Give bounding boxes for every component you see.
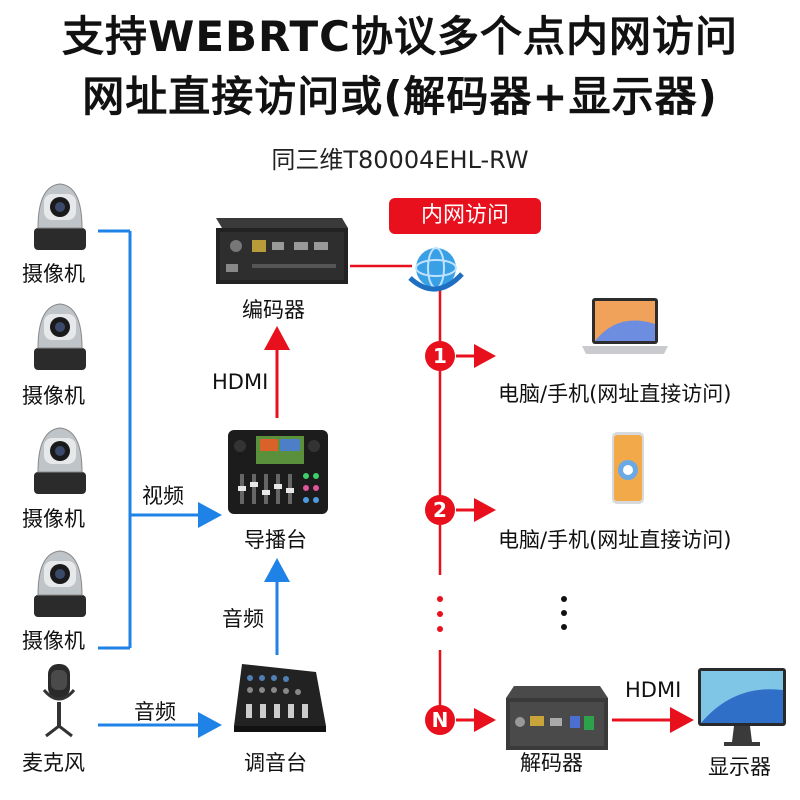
hdmi-decoder-arrow	[670, 707, 694, 733]
ptz-camera-icon	[34, 303, 86, 370]
switcher-label: 导播台	[244, 528, 307, 552]
hdmi-switcher-edge-label: HDMI	[212, 370, 269, 394]
audio-mixer-edge-label: 音频	[222, 607, 264, 631]
microphone-label: 麦克风	[22, 751, 85, 775]
client-label: 电脑/手机(网址直接访问)	[498, 528, 732, 552]
decoder-device-icon	[506, 686, 608, 750]
encoder-label: 编码器	[242, 298, 305, 322]
hdmi-decoder-edge-label: HDMI	[625, 678, 682, 702]
ptz-camera-icon	[34, 550, 86, 617]
ptz-camera-icon	[34, 427, 86, 494]
display-label: 显示器	[708, 755, 771, 779]
audio-mic-edge-label: 音频	[134, 700, 176, 724]
ellipsis-dot	[437, 626, 443, 632]
mixer-label: 调音台	[244, 751, 307, 775]
decoder-label: 解码器	[520, 751, 583, 775]
title-line-2: 网址直接访问或(解码器+显示器)	[82, 72, 718, 121]
encoder-device-icon	[216, 218, 348, 284]
laptop-icon	[582, 298, 668, 354]
intranet-access-tag: 内网访问	[389, 198, 541, 234]
audio-mixer-arrow	[264, 558, 290, 582]
ellipsis-dot	[437, 611, 443, 617]
camera-bracket	[98, 229, 200, 650]
video-switcher-icon	[228, 430, 328, 514]
globe-icon	[408, 247, 464, 292]
client-label: 电脑/手机(网址直接访问)	[498, 382, 732, 406]
microphone-icon	[42, 664, 76, 738]
monitor-icon	[698, 668, 786, 746]
client-badge: 2	[425, 495, 455, 525]
hdmi-switcher-arrow	[264, 326, 290, 350]
camera-label: 摄像机	[22, 629, 85, 653]
subtitle: 同三维T80004EHL-RW	[271, 146, 529, 174]
ellipsis-dot	[437, 596, 443, 602]
audio-mic-arrow	[198, 712, 222, 738]
ellipsis-dot	[561, 596, 567, 602]
camera-label: 摄像机	[22, 262, 85, 286]
client-badge: N	[425, 705, 455, 735]
phone-icon	[612, 432, 644, 504]
ellipsis-dot	[561, 624, 567, 630]
ptz-camera-icon	[34, 183, 86, 250]
video-arrow	[198, 502, 222, 528]
ellipsis-dot	[561, 610, 567, 616]
camera-label: 摄像机	[22, 384, 85, 408]
title-line-1: 支持WEBRTC协议多个点内网访问	[62, 12, 738, 61]
camera-label: 摄像机	[22, 507, 85, 531]
video-edge-label: 视频	[142, 484, 184, 508]
audio-mixer-icon	[234, 664, 326, 732]
client-badge: 1	[425, 341, 455, 371]
